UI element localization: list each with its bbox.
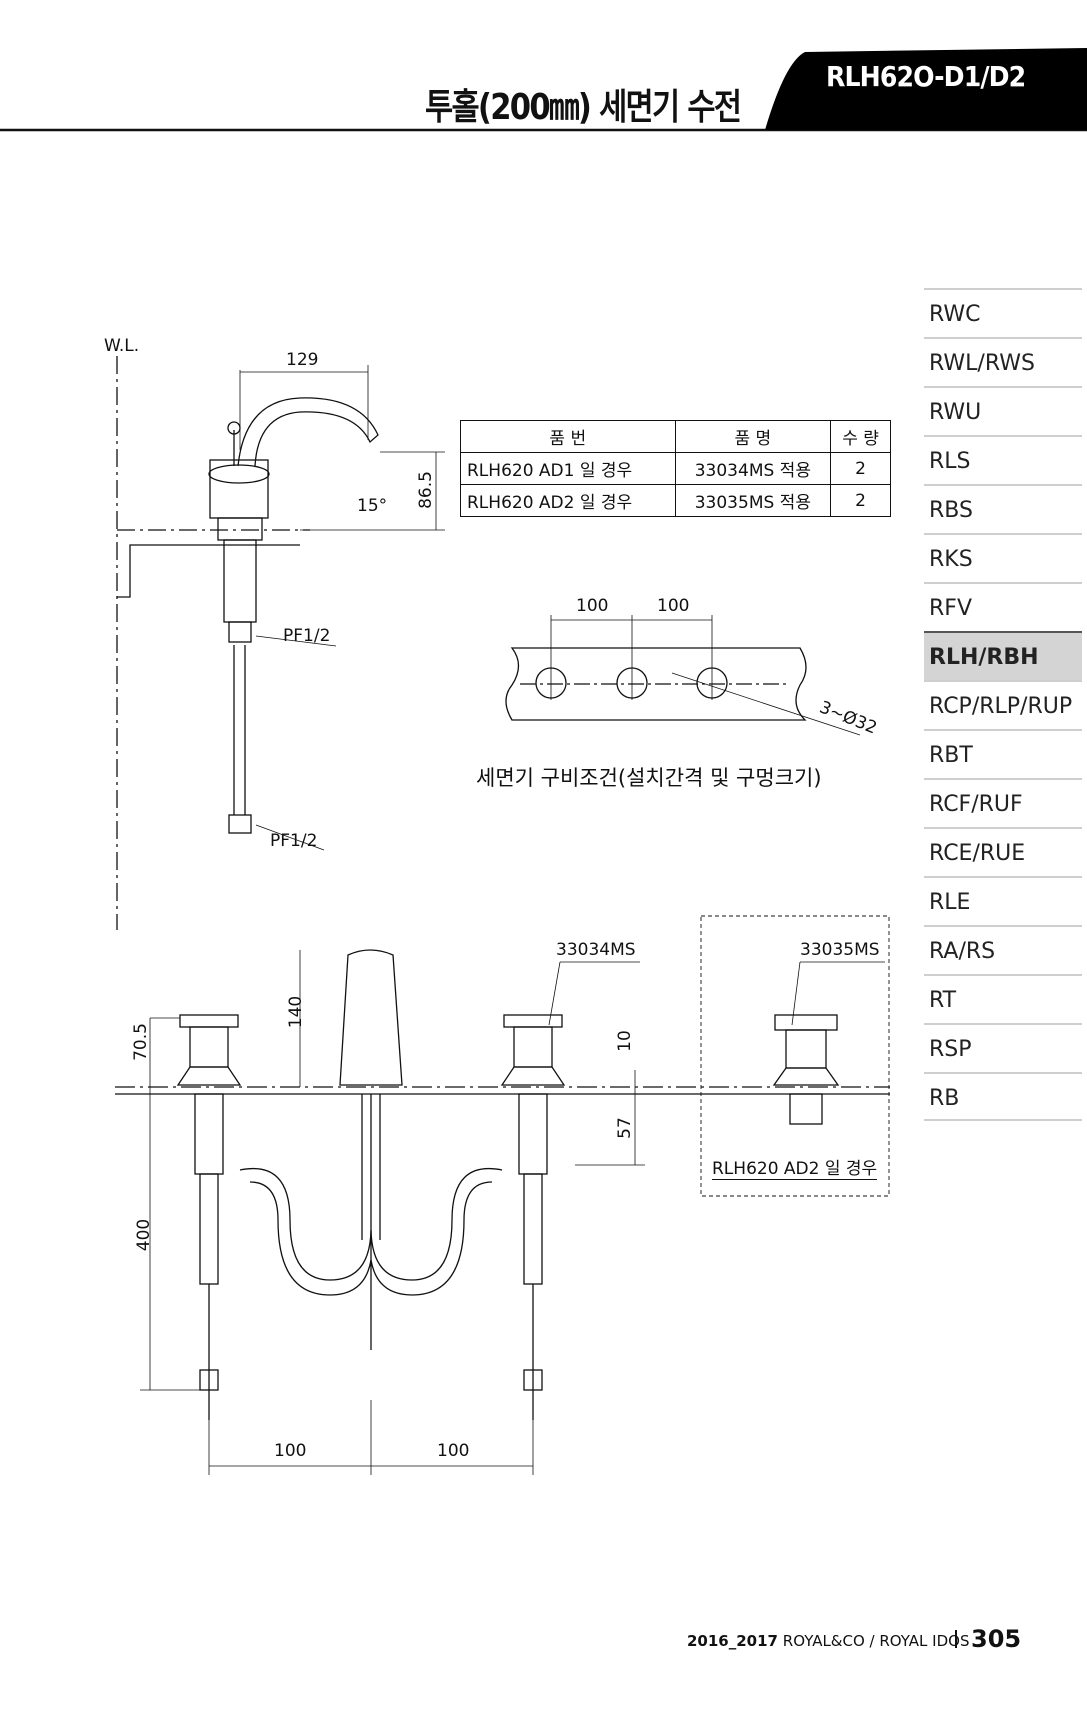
sidebar-item-rcf-ruf[interactable]: RCF/RUF bbox=[924, 778, 1082, 827]
dim-hose-length: 400 bbox=[134, 1218, 155, 1252]
parts-table: 품 번 품 명 수 량 RLH620 AD1 일 경우 33034MS 적용 2… bbox=[460, 420, 891, 517]
sidebar-item-rce-rue[interactable]: RCE/RUE bbox=[924, 827, 1082, 876]
sidebar-item-rwl-rws[interactable]: RWL/RWS bbox=[924, 337, 1082, 386]
dim-spout-height: 140 bbox=[286, 995, 307, 1029]
sidebar-item-rwu[interactable]: RWU bbox=[924, 386, 1082, 435]
header-part-number: 품 번 bbox=[460, 420, 676, 453]
water-level-label: W.L. bbox=[104, 336, 140, 356]
table-row: RLH620 AD1 일 경우 33034MS 적용 2 bbox=[460, 452, 891, 485]
right-handle bbox=[500, 1014, 566, 1420]
sidebar-item-rsp[interactable]: RSP bbox=[924, 1023, 1082, 1072]
dim-57: 57 bbox=[614, 1117, 635, 1139]
sidebar-item-rfv[interactable]: RFV bbox=[924, 582, 1082, 631]
pf-top-label: PF1/2 bbox=[283, 626, 331, 646]
sidebar-item-rks[interactable]: RKS bbox=[924, 533, 1082, 582]
dim-10: 10 bbox=[614, 1030, 635, 1052]
table-header-row: 품 번 품 명 수 량 bbox=[460, 420, 891, 453]
part-label-33035: 33035MS bbox=[800, 940, 880, 960]
cell: 33034MS 적용 bbox=[674, 452, 832, 485]
spout bbox=[339, 949, 403, 1350]
dim-spacing-2: 100 bbox=[437, 1441, 470, 1461]
footer-text: 2016_2017 ROYAL&CO / ROYAL IDOS bbox=[687, 1632, 969, 1650]
model-number: RLH62O-D1/D2 bbox=[826, 60, 1026, 93]
sidebar-item-rle[interactable]: RLE bbox=[924, 876, 1082, 925]
cell: 2 bbox=[830, 484, 891, 517]
table-row: RLH620 AD2 일 경우 33035MS 적용 2 bbox=[460, 484, 891, 517]
left-handle bbox=[176, 1014, 242, 1420]
footer-divider bbox=[955, 1630, 957, 1648]
sidebar-item-rt[interactable]: RT bbox=[924, 974, 1082, 1023]
hole-caption: 세면기 구비조건(설치간격 및 구멍크기) bbox=[476, 766, 822, 790]
sidebar-item-rlh-rbh[interactable]: RLH/RBH bbox=[924, 631, 1082, 680]
footer-years: 2016_2017 bbox=[687, 1632, 778, 1650]
dim-spacing-1: 100 bbox=[274, 1441, 307, 1461]
dim-angle: 15° bbox=[357, 496, 388, 516]
cell: 33035MS 적용 bbox=[674, 484, 832, 517]
footer-brand: ROYAL&CO / ROYAL IDOS bbox=[782, 1632, 970, 1650]
sidebar-item-rbt[interactable]: RBT bbox=[924, 729, 1082, 778]
header-part-name: 품 명 bbox=[674, 420, 832, 453]
ad2-note: RLH620 AD2 일 경우 bbox=[712, 1154, 878, 1180]
hole-spacing-1: 100 bbox=[576, 596, 609, 616]
dim-handle-height: 70.5 bbox=[130, 1023, 151, 1061]
sidebar-item-rwc[interactable]: RWC bbox=[924, 288, 1082, 337]
part-label-33034: 33034MS bbox=[556, 940, 636, 960]
hole-spacing-2: 100 bbox=[657, 596, 690, 616]
cell: RLH620 AD2 일 경우 bbox=[460, 484, 676, 517]
dim-height: 86.5 bbox=[415, 471, 436, 509]
dim-reach: 129 bbox=[286, 350, 319, 370]
sidebar-item-rbs[interactable]: RBS bbox=[924, 484, 1082, 533]
sidebar-item-ra-rs[interactable]: RA/RS bbox=[924, 925, 1082, 974]
page-title: 투홀(200㎜) 세면기 수전 bbox=[425, 87, 742, 128]
pf-bottom-label: PF1/2 bbox=[270, 831, 318, 851]
cell: RLH620 AD1 일 경우 bbox=[460, 452, 676, 485]
sidebar-item-rb[interactable]: RB bbox=[924, 1072, 1082, 1121]
sidebar-item-rls[interactable]: RLS bbox=[924, 435, 1082, 484]
page-number: 305 bbox=[971, 1625, 1022, 1653]
sidebar-item-rcp-rlp-rup[interactable]: RCP/RLP/RUP bbox=[924, 680, 1082, 729]
header-tab bbox=[765, 48, 1087, 130]
cell: 2 bbox=[830, 452, 891, 485]
ad2-handle bbox=[772, 1014, 840, 1125]
header-quantity: 수 량 bbox=[830, 420, 891, 453]
